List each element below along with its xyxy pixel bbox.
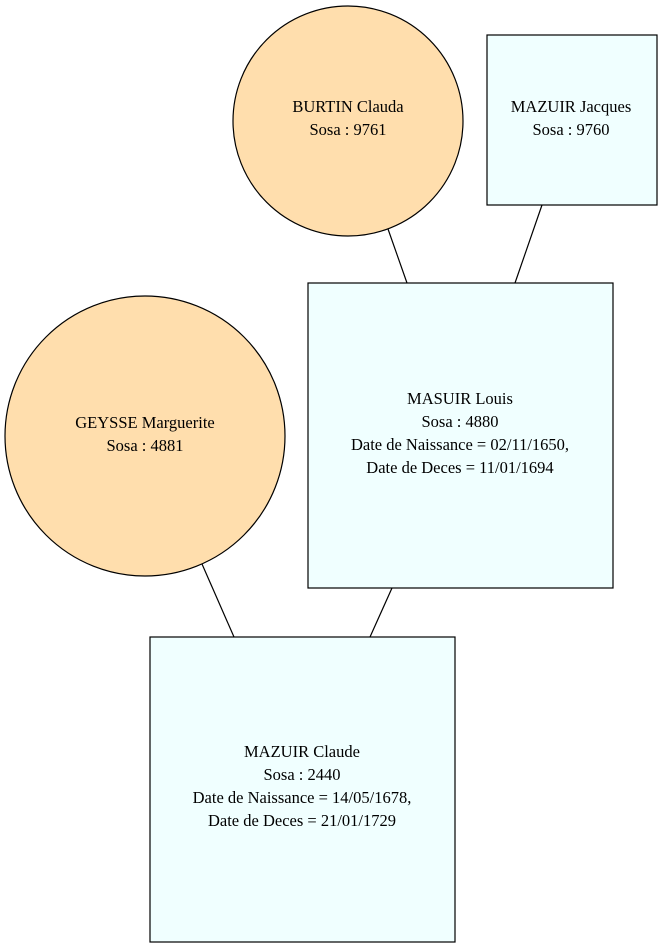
person-name: MAZUIR Claude — [244, 742, 360, 761]
person-death: Date de Deces = 11/01/1694 — [366, 458, 553, 477]
female-circle — [232, 5, 464, 237]
person-sosa: Sosa : 2440 — [263, 765, 340, 784]
person-birth: Date de Naissance = 14/05/1678, — [193, 788, 412, 807]
person-node-burtin-clauda[interactable]: BURTIN Clauda Sosa : 9761 — [232, 5, 464, 237]
person-name: MASUIR Louis — [407, 389, 513, 408]
edge-geysse-to-mazuir-claude — [201, 563, 235, 638]
person-node-mazuir-claude[interactable]: MAZUIR Claude Sosa : 2440 Date de Naissa… — [149, 636, 456, 943]
female-circle — [4, 295, 286, 577]
person-sosa: Sosa : 4880 — [421, 412, 498, 431]
person-name: BURTIN Clauda — [292, 97, 404, 116]
person-sosa: Sosa : 4881 — [106, 436, 183, 455]
male-box — [307, 282, 614, 589]
edge-mazuir-jacques-to-masuir — [514, 204, 543, 284]
edge-burtin-to-masuir — [387, 228, 408, 284]
male-box — [486, 34, 658, 206]
person-node-masuir-louis[interactable]: MASUIR Louis Sosa : 4880 Date de Naissan… — [307, 282, 614, 589]
person-name: GEYSSE Marguerite — [75, 413, 214, 432]
male-box — [149, 636, 456, 943]
person-birth: Date de Naissance = 02/11/1650, — [351, 435, 569, 454]
person-node-geysse-marguerite[interactable]: GEYSSE Marguerite Sosa : 4881 — [4, 295, 286, 577]
person-death: Date de Deces = 21/01/1729 — [208, 811, 396, 830]
person-sosa: Sosa : 9760 — [532, 120, 609, 139]
person-node-mazuir-jacques[interactable]: MAZUIR Jacques Sosa : 9760 — [486, 34, 658, 206]
edge-masuir-to-mazuir-claude — [369, 587, 393, 638]
person-name: MAZUIR Jacques — [511, 97, 632, 116]
person-sosa: Sosa : 9761 — [309, 120, 386, 139]
